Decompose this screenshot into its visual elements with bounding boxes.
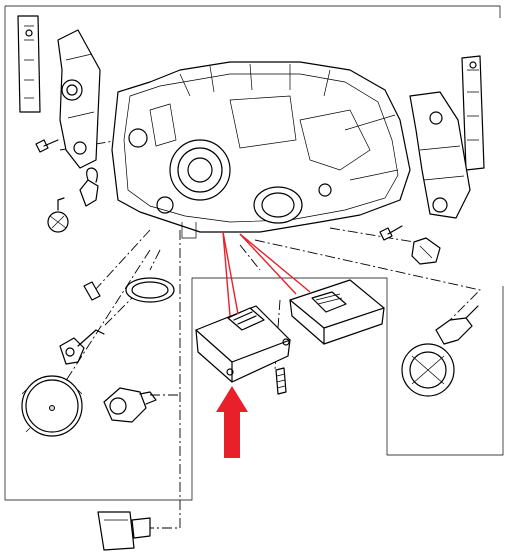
right-mounting-bracket xyxy=(409,55,485,219)
fog-bulb-right xyxy=(411,237,441,265)
connector-plug xyxy=(97,511,151,551)
ballast-control-unit-upper xyxy=(289,279,385,345)
retaining-ring xyxy=(125,277,175,303)
highlight-leader-lines xyxy=(222,231,311,317)
red-arrow-icon xyxy=(216,386,248,458)
leader-lines xyxy=(59,139,481,529)
screw-left xyxy=(35,139,59,153)
xenon-bulb xyxy=(59,329,105,365)
left-mounting-bracket xyxy=(17,15,101,169)
ballast-control-unit-lower xyxy=(195,305,291,383)
igniter xyxy=(103,387,157,423)
small-fuse xyxy=(83,281,101,301)
bulb-assembly-right xyxy=(401,305,479,397)
left-callout-frame xyxy=(4,5,504,501)
screw-right xyxy=(379,225,403,241)
bulb-holder-left xyxy=(47,197,69,233)
ballast-screw xyxy=(275,367,287,395)
headlamp-housing xyxy=(111,61,411,239)
bulb-cover-cap xyxy=(21,375,83,437)
side-marker-bulb xyxy=(79,167,99,207)
